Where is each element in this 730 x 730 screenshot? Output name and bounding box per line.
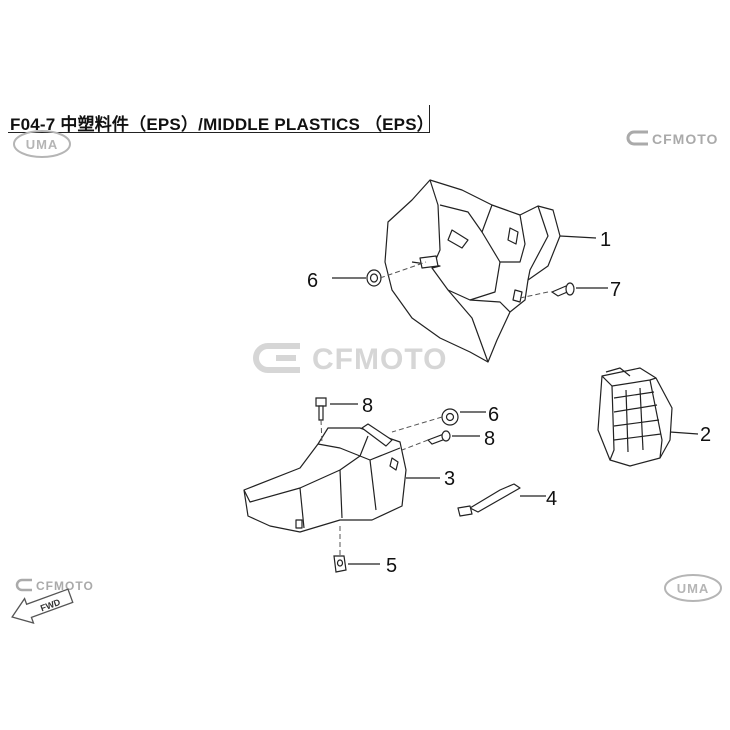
uma-text-bottom: UMA [677,581,710,596]
callout-2: 2 [700,424,711,446]
part-nut-upper [366,269,382,287]
uma-logo-bottom-right: UMA [664,574,722,602]
part-cable-bracket [457,483,521,517]
uma-text-top: UMA [26,137,59,152]
callout-3: 3 [444,468,455,490]
part-middle-cover [384,179,561,363]
callout-4: 4 [546,488,557,510]
part-nut-lower [441,408,459,426]
title-underline [8,132,430,133]
callout-8-lower: 8 [484,428,495,450]
part-lower-tray [243,423,407,533]
cfmoto-watermark: CFMOTO [253,343,447,376]
watermark-text: CFMOTO [312,343,447,376]
brand-bottom-left-text: CFMOTO [36,579,94,593]
part-clip-nut [333,555,347,573]
cfmoto-logo-bottom-left: CFMOTO [15,578,94,593]
title-end-rule [429,105,430,133]
callout-6-upper: 6 [307,270,318,292]
callout-1: 1 [600,229,611,251]
part-screw-8-top [315,397,327,421]
cfmoto-logo-top-right: CFMOTO [626,130,718,147]
assembly-lines [320,261,549,556]
brand-top-right-text: CFMOTO [652,131,718,147]
callout-leaders [330,235,699,565]
part-screw-7 [550,282,575,297]
part-screw-8-mid [426,430,451,445]
part-grille-panel [597,367,673,467]
diagram-title: F04-7 中塑料件（EPS）/MIDDLE PLASTICS （EPS） [10,115,434,134]
callout-8-upper: 8 [362,395,373,417]
callout-7: 7 [610,279,621,301]
callout-5: 5 [386,555,397,577]
callout-6-lower: 6 [488,404,499,426]
uma-logo-top-left: UMA [13,130,71,158]
